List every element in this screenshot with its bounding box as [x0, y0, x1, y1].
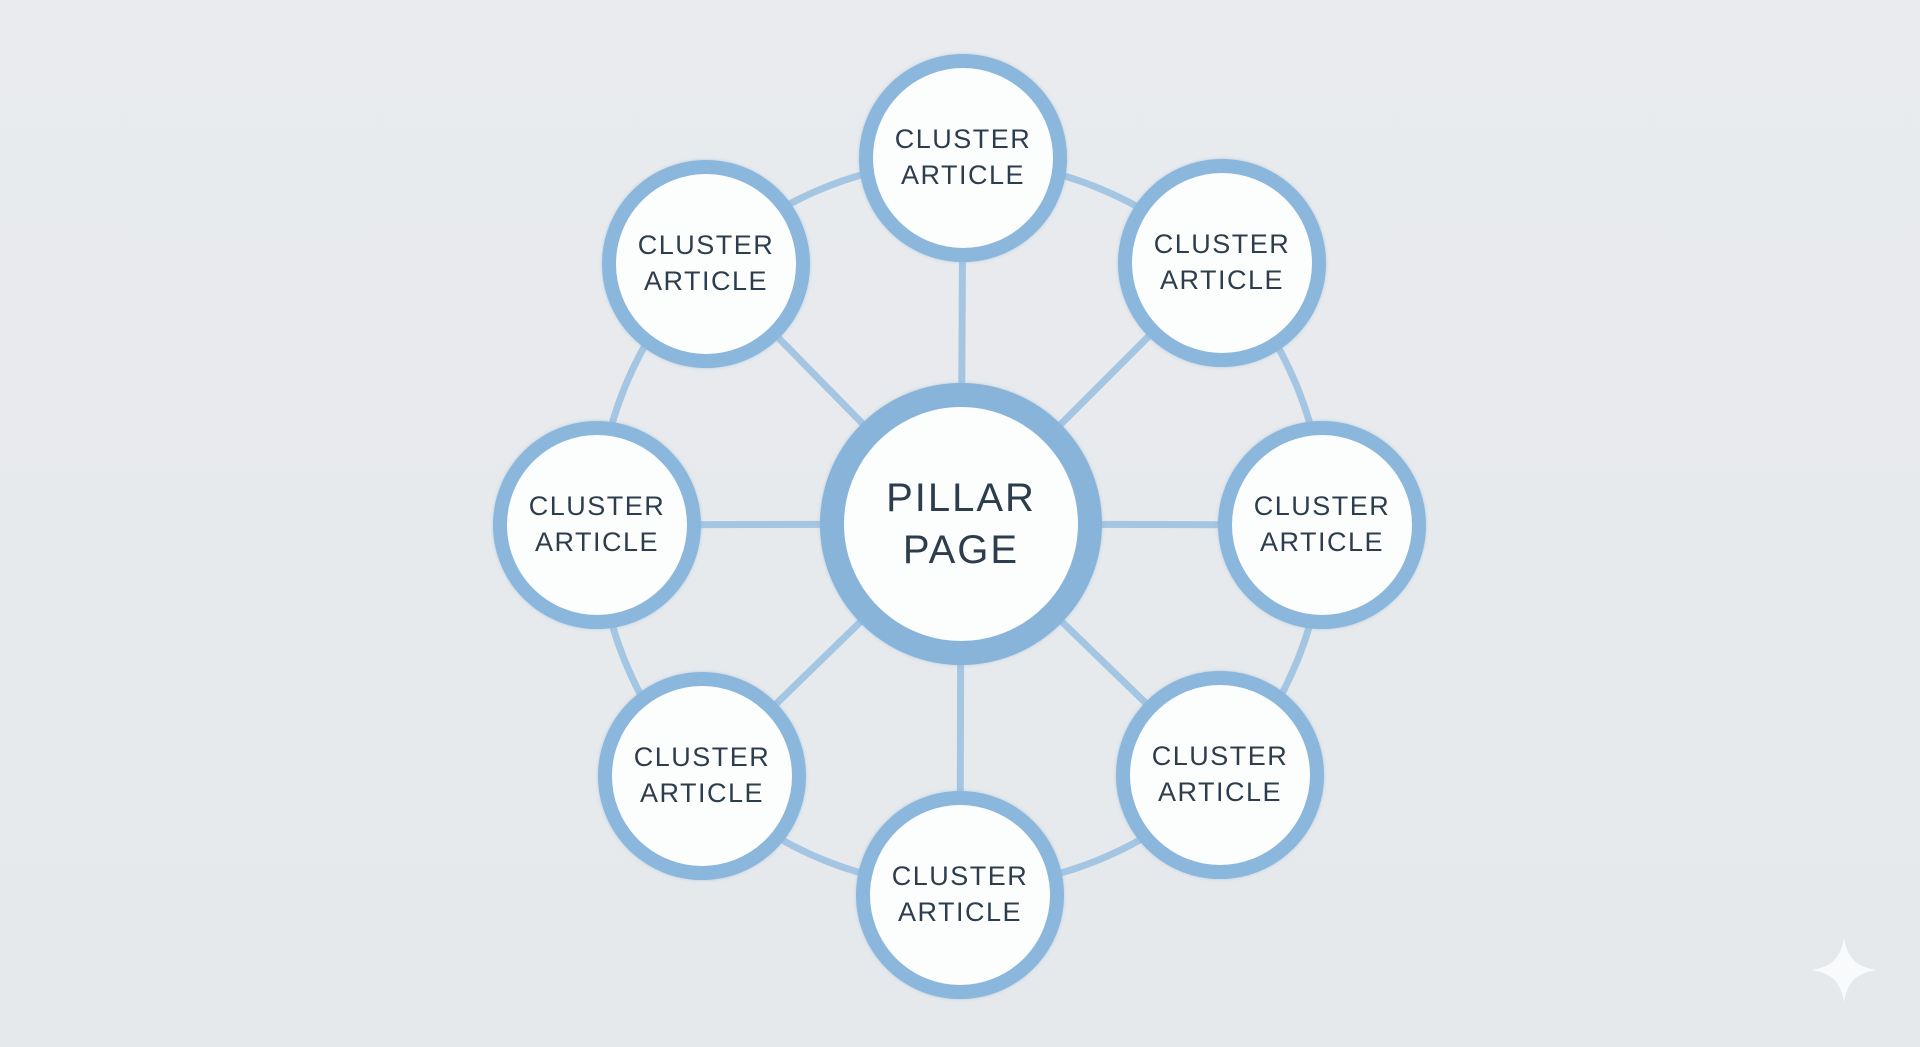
cluster-node-label: CLUSTER ARTICLE [894, 124, 1032, 190]
sparkle-icon [1812, 938, 1876, 1002]
cluster-node-right: CLUSTER ARTICLE [1218, 421, 1426, 629]
cluster-node-bottom: CLUSTER ARTICLE [856, 791, 1064, 999]
sparkle-shape [1812, 938, 1876, 1002]
cluster-node-top-right: CLUSTER ARTICLE [1118, 159, 1326, 367]
cluster-node-label: CLUSTER ARTICLE [1253, 491, 1391, 557]
cluster-node-label: CLUSTER ARTICLE [891, 861, 1029, 927]
cluster-node-label: CLUSTER ARTICLE [1153, 229, 1291, 295]
cluster-node-label: CLUSTER ARTICLE [637, 230, 775, 296]
cluster-node-label: CLUSTER ARTICLE [633, 742, 771, 808]
cluster-node-bottom-right: CLUSTER ARTICLE [1116, 671, 1324, 879]
cluster-node-top: CLUSTER ARTICLE [859, 54, 1067, 262]
pillar-page-node: PILLAR PAGE [820, 383, 1102, 665]
cluster-node-label: CLUSTER ARTICLE [528, 491, 666, 557]
cluster-node-top-left: CLUSTER ARTICLE [602, 160, 810, 368]
pillar-page-label: PILLAR PAGE [886, 476, 1036, 572]
cluster-node-bottom-left: CLUSTER ARTICLE [598, 672, 806, 880]
cluster-node-label: CLUSTER ARTICLE [1151, 741, 1289, 807]
cluster-node-left: CLUSTER ARTICLE [493, 421, 701, 629]
